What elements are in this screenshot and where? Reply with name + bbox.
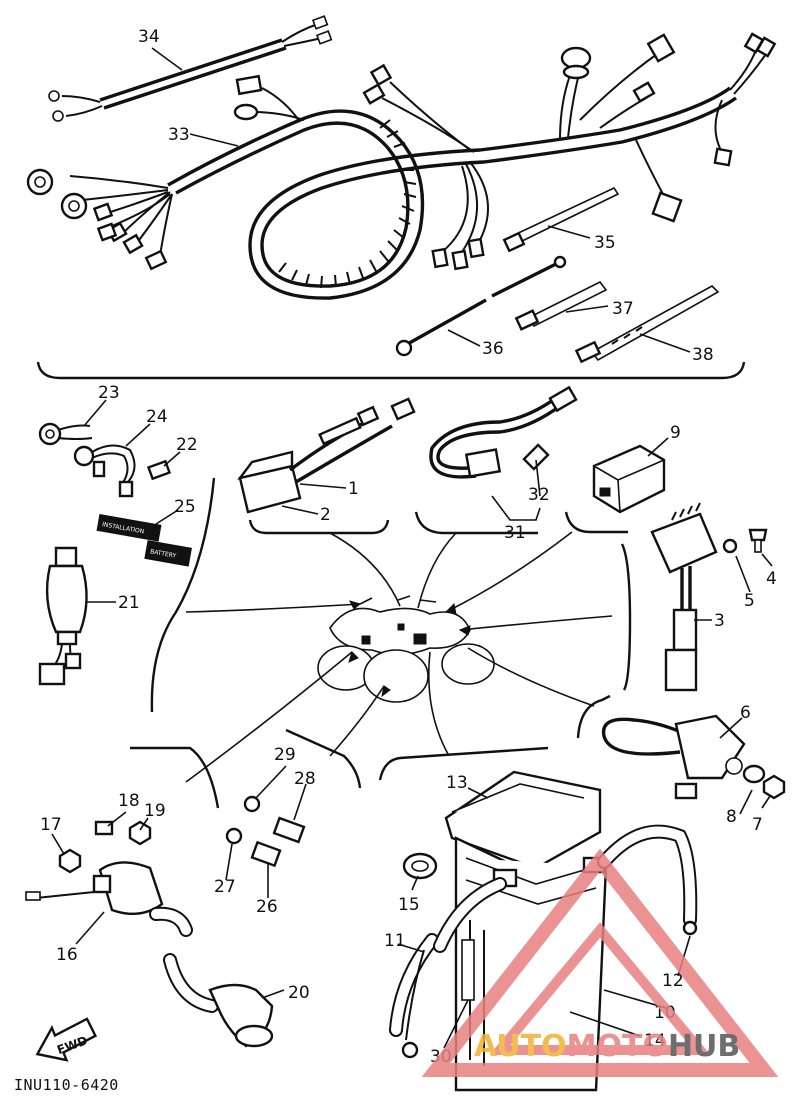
watermark-triangle-inner xyxy=(489,922,711,1055)
callout-22: 22 xyxy=(176,435,198,455)
atv-outline-center xyxy=(317,595,495,703)
cable-tie-35 xyxy=(502,186,620,253)
callout-leaders xyxy=(51,47,773,1049)
callout-12: 12 xyxy=(662,971,684,991)
callout-27: 27 xyxy=(214,877,236,897)
callout-19: 19 xyxy=(144,801,166,821)
part-24-switch-lead xyxy=(73,444,136,498)
callout-28: 28 xyxy=(294,769,316,789)
decal-b-text: BATTERY xyxy=(150,548,177,560)
radiating-leaders xyxy=(185,531,613,783)
callout-35: 35 xyxy=(594,233,616,253)
wire-harness-group xyxy=(26,15,777,380)
callout-18: 18 xyxy=(118,791,140,811)
callout-16: 16 xyxy=(56,945,78,965)
part-1-2-starter-relay xyxy=(237,397,416,514)
callout-5: 5 xyxy=(744,591,755,611)
callout-3: 3 xyxy=(714,611,725,631)
watermark-part-c: HUB xyxy=(668,1029,740,1064)
part-25-labels: INSTALLATION BATTERY xyxy=(96,513,192,567)
callout-21: 21 xyxy=(118,593,140,613)
watermark-part-b: MOTO xyxy=(567,1029,668,1064)
watermark-part-a: AUTO xyxy=(474,1029,567,1064)
callout-26: 26 xyxy=(256,897,278,917)
part-26-29-switches xyxy=(225,795,306,868)
section-brackets xyxy=(130,477,632,809)
callout-4: 4 xyxy=(766,569,777,589)
main-harness-33 xyxy=(26,32,777,300)
part-31-32-fuse-holder xyxy=(429,385,578,479)
part-16-ignition-coil xyxy=(25,820,164,916)
callout-23: 23 xyxy=(98,383,120,403)
watermark-logo: AUTOMOTOHUB xyxy=(421,848,779,1077)
harness-bracket xyxy=(36,361,746,380)
drawing-code: INU110-6420 xyxy=(14,1076,119,1094)
callout-29: 29 xyxy=(274,745,296,765)
callout-24: 24 xyxy=(146,407,168,427)
callout-20: 20 xyxy=(288,983,310,1003)
callout-2: 2 xyxy=(320,505,331,525)
callout-9: 9 xyxy=(670,423,681,443)
callout-6: 6 xyxy=(740,703,751,723)
callout-33: 33 xyxy=(168,125,190,145)
watermark-triangle xyxy=(421,848,779,1077)
callout-1: 1 xyxy=(348,479,359,499)
part-23-sensor xyxy=(38,422,93,446)
callout-15: 15 xyxy=(398,895,420,915)
part-9-flasher-relay xyxy=(592,444,666,514)
callout-31: 31 xyxy=(504,523,526,543)
callout-11: 11 xyxy=(384,931,406,951)
earth-lead-36 xyxy=(395,255,567,357)
band-38 xyxy=(574,285,720,364)
band-37 xyxy=(514,280,608,331)
callout-37: 37 xyxy=(612,299,634,319)
callout-7: 7 xyxy=(752,815,763,835)
sub-harness-34 xyxy=(48,15,333,122)
callout-36: 36 xyxy=(482,339,504,359)
watermark-text: AUTOMOTOHUB xyxy=(474,1029,740,1064)
callout-25: 25 xyxy=(174,497,196,517)
part-6-starter-relay xyxy=(601,714,786,800)
part-20-plug-cap xyxy=(149,906,274,1048)
callout-13: 13 xyxy=(446,773,468,793)
part-3-rectifier-regulator xyxy=(650,502,768,692)
callout-numbers: 34 33 35 36 37 38 23 24 22 25 21 1 2 32 … xyxy=(40,27,777,1067)
part-21-main-switch xyxy=(38,546,88,686)
forward-arrow: FWD xyxy=(35,1017,98,1062)
callout-38: 38 xyxy=(692,345,714,365)
callout-32: 32 xyxy=(528,485,550,505)
callout-34: 34 xyxy=(138,27,160,47)
callout-8: 8 xyxy=(726,807,737,827)
callout-17: 17 xyxy=(40,815,62,835)
spiral-wrap xyxy=(278,119,417,289)
